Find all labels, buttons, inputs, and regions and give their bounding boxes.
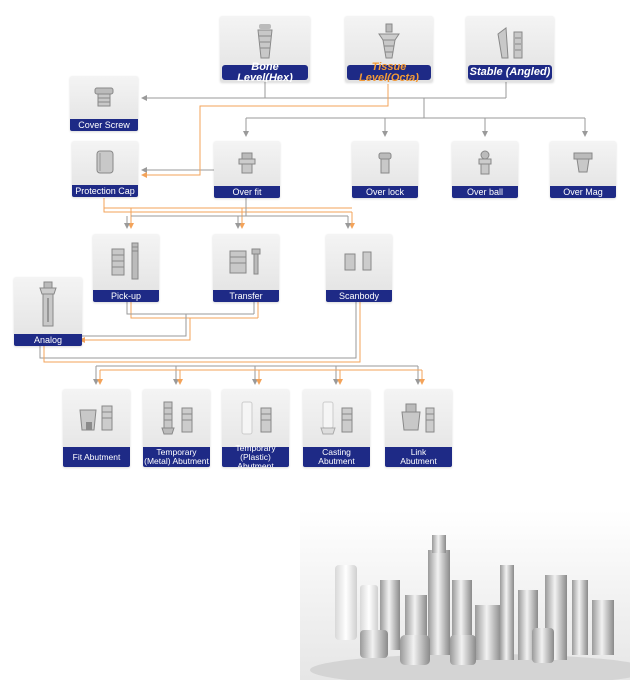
label-line-1: Link xyxy=(410,447,427,457)
node-label: Transfer xyxy=(213,290,279,302)
node-label: Fit Abutment xyxy=(63,447,130,467)
node-temporary-plastic-abutment: Temporary(Plastic) Abutment xyxy=(222,389,289,467)
implant-part-icon xyxy=(72,141,138,183)
node-bone-level: Bone Level(Hex) xyxy=(220,16,310,82)
node-label: Analog xyxy=(14,334,82,346)
node-over-ball: Over ball xyxy=(452,141,518,198)
node-analog: Analog xyxy=(14,277,82,346)
node-label: Over lock xyxy=(352,186,418,198)
implant-part-icon xyxy=(550,141,616,184)
node-over-lock: Over lock xyxy=(352,141,418,198)
node-label: Temporary(Metal) Abutment xyxy=(143,447,210,467)
implant-part-icon xyxy=(326,234,392,288)
implant-part-icon xyxy=(452,141,518,184)
node-label: Bone Level(Hex) xyxy=(222,61,308,82)
node-label: Over fit xyxy=(214,186,280,198)
node-stable: Stable (Angled) xyxy=(466,16,554,82)
node-transfer: Transfer xyxy=(213,234,279,302)
implant-part-icon xyxy=(303,389,370,447)
node-label: Over Mag xyxy=(550,186,616,198)
node-label: Temporary(Plastic) Abutment xyxy=(222,442,289,467)
highlight-label: Tissue Level(Octa) xyxy=(359,60,419,82)
node-cover-screw: Cover Screw xyxy=(70,76,138,131)
node-label: Casting Abutment xyxy=(303,447,370,467)
label-line-1: Temporary xyxy=(156,447,197,457)
node-protection-cap: Protection Cap xyxy=(72,141,138,197)
implant-part-icon xyxy=(14,277,82,332)
implant-part-icon xyxy=(345,16,433,68)
implant-part-icon xyxy=(70,76,138,117)
node-label: Scanbody xyxy=(326,290,392,302)
implant-part-icon xyxy=(220,16,310,68)
node-casting-abutment: Casting Abutment xyxy=(303,389,370,467)
node-temporary-metal-abutment: Temporary(Metal) Abutment xyxy=(143,389,210,467)
node-label: Cover Screw xyxy=(70,119,138,131)
node-label: Tissue Level(Octa) xyxy=(347,60,431,82)
implant-part-icon xyxy=(93,234,159,288)
node-label: Protection Cap xyxy=(72,185,138,197)
implant-part-icon xyxy=(214,141,280,184)
node-label: Over ball xyxy=(452,186,518,198)
implant-part-icon xyxy=(352,141,418,184)
implant-part-icon xyxy=(143,389,210,447)
node-fit-abutment: Fit Abutment xyxy=(63,389,130,467)
implant-part-icon xyxy=(385,389,452,447)
label-line-2: (Metal) Abutment xyxy=(144,456,209,466)
node-scanbody: Scanbody xyxy=(326,234,392,302)
node-tissue-level: Tissue Level(Octa) xyxy=(345,16,433,82)
implant-part-icon xyxy=(63,389,130,447)
node-over-mag: Over Mag xyxy=(550,141,616,198)
implant-part-icon xyxy=(213,234,279,288)
node-pick-up: Pick-up xyxy=(93,234,159,302)
implant-components-photo xyxy=(300,510,630,680)
implant-part-icon xyxy=(222,389,289,447)
node-over-fit: Over fit xyxy=(214,141,280,198)
node-label: Stable (Angled) xyxy=(468,65,552,80)
label-line-1: Temporary xyxy=(235,442,276,453)
implant-part-icon xyxy=(466,16,554,68)
node-label: Pick-up xyxy=(93,290,159,302)
label-line-2: (Plastic) Abutment xyxy=(237,451,274,467)
label-line-2: Abutment xyxy=(400,456,437,466)
